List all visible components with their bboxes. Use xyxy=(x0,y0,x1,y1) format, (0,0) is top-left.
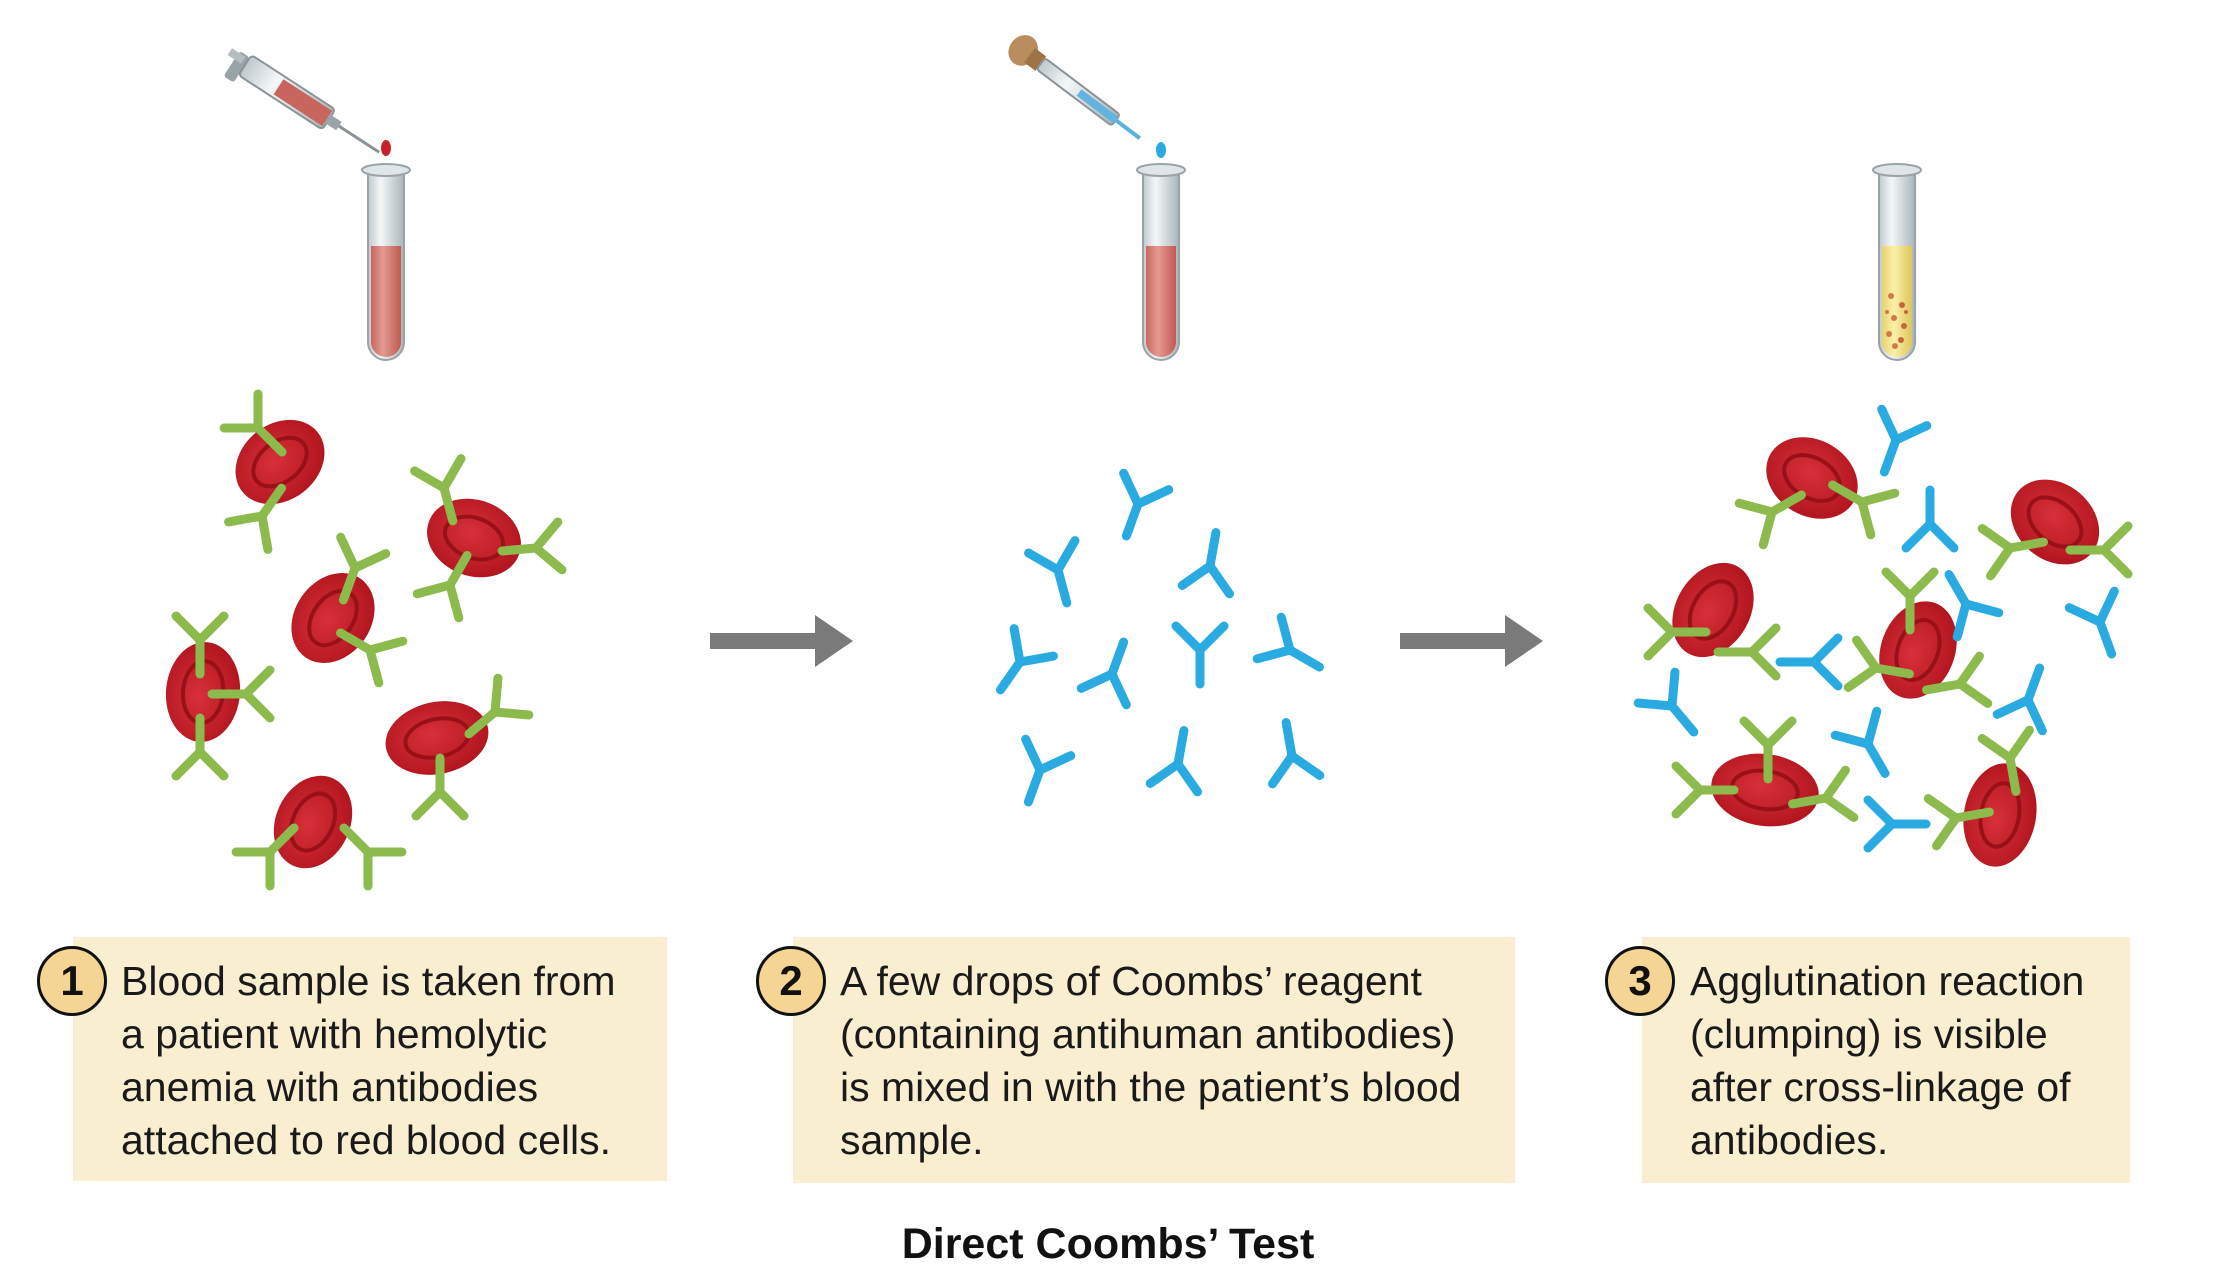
antibody-icon xyxy=(339,823,407,891)
antibody-icon xyxy=(2064,586,2119,659)
antibody-icon xyxy=(1788,765,1859,822)
test-tube-icon xyxy=(361,163,411,361)
antibody-icon xyxy=(1877,404,1932,477)
antibody-icon xyxy=(1024,536,1080,608)
antibody-icon xyxy=(1633,667,1699,737)
antibody-icon xyxy=(171,611,229,679)
step-2-line: is mixed in with the patient’s blood xyxy=(840,1064,1462,1110)
antibody-icon xyxy=(1076,637,1131,710)
red-blood-cell-icon xyxy=(2010,479,2100,565)
antibody-icon xyxy=(1901,485,1959,553)
antibody-icon xyxy=(1830,706,1890,778)
antibody-icon xyxy=(1923,794,1994,851)
step-2-line: sample. xyxy=(840,1117,984,1163)
antibody-icon xyxy=(1739,716,1797,784)
antibody-icon xyxy=(336,532,391,605)
step-1-line: attached to red blood cells. xyxy=(121,1117,612,1163)
antibody-icon xyxy=(1268,718,1325,789)
antibody-icon xyxy=(1775,633,1843,691)
blood-drop xyxy=(381,140,391,156)
antibody-icon xyxy=(224,483,287,554)
step-1-caption: Blood sample is taken from a patient wit… xyxy=(121,955,616,1167)
antibody-icon xyxy=(2065,521,2133,579)
antibody-icon xyxy=(1145,726,1202,797)
step-1-line: a patient with hemolytic xyxy=(121,1011,548,1057)
antibody-icon xyxy=(1828,480,1900,540)
antibody-icon xyxy=(411,753,469,821)
antibody-icon xyxy=(1881,567,1939,635)
figure-title: Direct Coombs’ Test xyxy=(901,1220,1315,1268)
step-3-caption: Agglutination reaction (clumping) is vis… xyxy=(1690,955,2084,1167)
step-3-caption-box xyxy=(1642,937,2130,1183)
antibody-icon xyxy=(171,713,229,781)
syringe-icon xyxy=(224,48,380,154)
antibody-icon xyxy=(1171,621,1229,689)
red-blood-cell-icon xyxy=(1879,601,1957,699)
step-1-line: Blood sample is taken from xyxy=(121,958,616,1004)
red-blood-cell-icon xyxy=(273,775,353,869)
antibody-icon xyxy=(1922,651,1993,708)
step-3-badge: 3 xyxy=(1605,946,1675,1016)
step-2-badge: 2 xyxy=(756,946,826,1016)
antibody-icon xyxy=(1992,663,2047,736)
step-1-caption-box xyxy=(73,937,667,1181)
step-2-caption: A few drops of Coombs’ reagent (containi… xyxy=(840,955,1461,1167)
antibody-icon xyxy=(336,628,408,688)
step-1-badge: 1 xyxy=(37,946,107,1016)
panel-2-antibodies xyxy=(995,468,1325,807)
arrow-right-icon xyxy=(1400,615,1543,667)
test-tube-icon xyxy=(1872,163,1922,361)
step-3-line: after cross-linkage of xyxy=(1690,1064,2071,1110)
step-3-line: Agglutination reaction xyxy=(1690,958,2085,1004)
antibody-icon xyxy=(497,517,567,575)
antibody-icon xyxy=(1944,570,2004,642)
antibody-icon xyxy=(1021,734,1076,807)
antibody-icon xyxy=(412,551,472,623)
step-2-line: (containing antihuman antibodies) xyxy=(840,1011,1456,1057)
arrow-right-icon xyxy=(710,615,853,667)
antibody-icon xyxy=(1177,528,1234,599)
reagent-drop xyxy=(1156,142,1166,158)
antibody-icon xyxy=(1977,524,2048,581)
antibody-icon xyxy=(1671,761,1739,819)
step-3-line: antibodies. xyxy=(1690,1117,1889,1163)
antibody-icon xyxy=(1643,603,1711,661)
antibody-icon xyxy=(1252,612,1324,672)
antibody-icon xyxy=(207,665,275,723)
red-blood-cell-icon xyxy=(427,498,521,578)
antibody-icon xyxy=(464,673,534,739)
antibody-icon xyxy=(219,389,287,457)
antibody-icon xyxy=(1863,795,1931,853)
antibody-icon xyxy=(1119,468,1174,541)
step-1-line: anemia with antibodies xyxy=(121,1064,539,1110)
antibody-icon xyxy=(410,454,466,526)
test-tube-icon xyxy=(1136,163,1186,361)
antibody-icon xyxy=(1977,725,2034,796)
step-2-line: A few drops of Coombs’ reagent xyxy=(840,958,1422,1004)
antibody-icon xyxy=(1843,635,1914,692)
antibody-icon xyxy=(995,624,1058,695)
antibody-icon xyxy=(231,823,299,891)
step-3-line: (clumping) is visible xyxy=(1690,1011,2048,1057)
antibody-icon xyxy=(1734,490,1806,550)
step-2-caption-box xyxy=(793,937,1515,1183)
panel-1-cells xyxy=(165,389,567,891)
red-blood-cell-icon xyxy=(235,419,325,505)
antibody-icon xyxy=(1713,623,1781,681)
panel-3-agglutination xyxy=(1633,404,2133,867)
dropper-icon xyxy=(1008,35,1141,140)
